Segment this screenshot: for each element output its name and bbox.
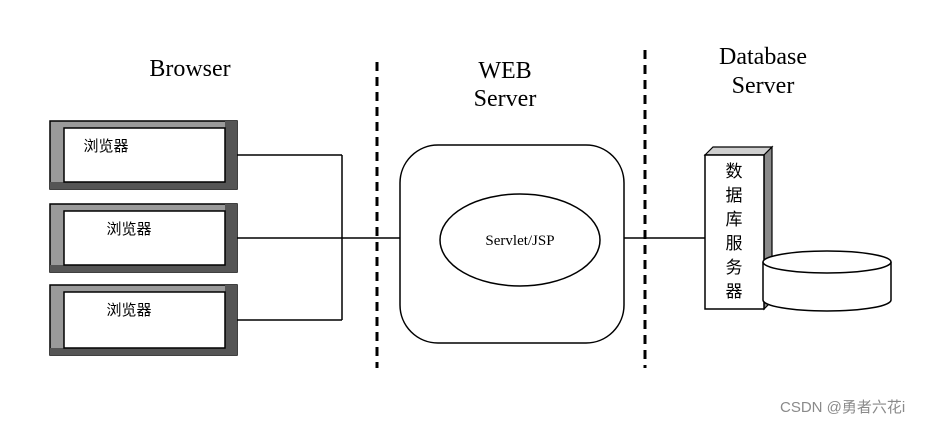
db-server-char: 服 [726,234,743,254]
db-server-char: 库 [726,210,743,230]
browser-box: 浏览器 [49,203,238,273]
db-server-char: 据 [726,186,743,206]
browser-label: 浏览器 [83,137,128,155]
db-server-char: 数 [726,162,743,182]
browser-heading: Browser [149,56,230,82]
browser-label: 浏览器 [106,220,151,238]
browser-connectors [237,154,400,321]
browser-box: 浏览器 [49,120,238,190]
database-cylinder-icon [762,250,892,312]
db-server-heading-line2: Server [732,73,795,99]
db-server-char: 务 [726,258,743,278]
db-server-tower [703,145,774,311]
web-server-heading-line1: WEB [478,58,531,84]
browser-box: 浏览器 [49,284,238,356]
browser-label: 浏览器 [106,301,151,319]
web-server-heading-line2: Server [474,86,537,112]
db-server-heading-line1: Database [719,44,807,70]
servlet-jsp-label: Servlet/JSP [485,233,554,249]
db-server-char: 器 [726,282,743,302]
csdn-watermark: CSDN @勇者六花i [780,399,906,416]
servlet-jsp-ellipse [439,193,601,287]
